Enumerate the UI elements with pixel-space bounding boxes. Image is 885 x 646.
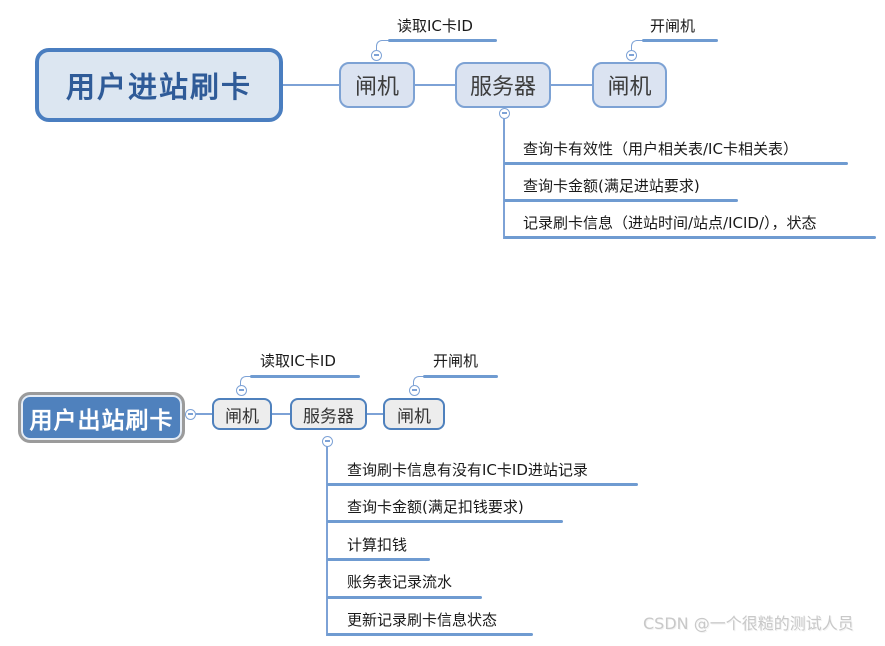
root-node-exit-station[interactable]: 用户出站刷卡 [18,392,185,443]
child-topic-account-flow-record[interactable]: 账务表记录流水 [347,573,453,591]
topic-underline [327,558,430,561]
callout-read-card-topic[interactable]: 读取IC卡ID [397,17,473,35]
connector-line [196,413,212,415]
child-topic-calc-deduction[interactable]: 计算扣钱 [347,536,408,554]
topic-underline [504,199,738,202]
connector-line [272,413,290,415]
child-topic-update-swipe-status[interactable]: 更新记录刷卡信息状态 [347,611,498,629]
callout-open-gate-topic[interactable]: 开闸机 [650,17,696,35]
callout-open-gate-topic-exit[interactable]: 开闸机 [433,352,479,370]
callout-read-card-topic-exit[interactable]: 读取IC卡ID [260,352,336,370]
topic-underline [504,236,876,239]
callout-elbow [376,40,388,56]
gate-node-exit-2[interactable]: 闸机 [383,398,445,430]
child-topic-check-card-balance[interactable]: 查询卡金额(满足进站要求) [523,177,700,195]
topic-underline [327,633,533,636]
gate-node-enter-2[interactable]: 闸机 [592,62,667,108]
child-topic-record-swipe-info[interactable]: 记录刷卡信息（进站时间/站点/ICID/），状态 [523,214,817,232]
root-node-enter-station[interactable]: 用户进站刷卡 [35,48,283,122]
gate-node-enter-1[interactable]: 闸机 [339,62,415,108]
topic-underline [327,596,482,599]
child-topic-check-card-valid[interactable]: 查询卡有效性（用户相关表/IC卡相关表） [523,140,798,158]
collapse-icon[interactable] [321,435,333,447]
server-node-exit[interactable]: 服务器 [290,398,367,430]
collapse-icon[interactable] [184,408,196,420]
collapse-icon[interactable] [625,49,637,61]
topic-underline [504,162,848,165]
collapse-icon[interactable] [498,107,510,119]
topic-underline [423,375,498,378]
connector-line [367,413,383,415]
callout-elbow [240,376,251,386]
branch-trunk-line [503,118,505,239]
topic-underline [642,39,718,42]
topic-underline [327,483,638,486]
collapse-icon[interactable] [370,49,382,61]
connector-line [551,84,592,86]
branch-trunk-line [326,446,328,636]
callout-elbow [631,40,643,56]
csdn-watermark: CSDN @一个很糙的测试人员 [643,614,854,633]
callout-elbow [413,376,424,386]
collapse-icon[interactable] [408,384,420,396]
collapse-icon[interactable] [235,384,247,396]
topic-underline [388,39,497,42]
topic-underline [250,375,360,378]
child-topic-check-entry-record[interactable]: 查询刷卡信息有没有IC卡ID进站记录 [347,461,588,479]
server-node-enter[interactable]: 服务器 [455,62,551,108]
connector-line [283,84,339,86]
topic-underline [327,520,563,523]
connector-line [415,84,455,86]
gate-node-exit-1[interactable]: 闸机 [212,398,272,430]
child-topic-check-balance-deduct[interactable]: 查询卡金额(满足扣钱要求) [347,498,524,516]
